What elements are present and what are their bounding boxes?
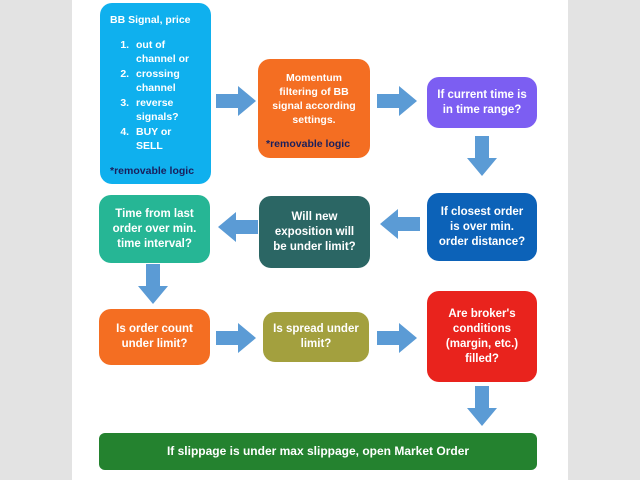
signal-conditions-list: out of channel or crossing channel rever…: [110, 38, 201, 154]
order-distance-text: If closest order is over min. order dist…: [438, 205, 526, 248]
arrow-left-icon: [218, 212, 258, 242]
removable-logic-note: *removable logic: [266, 138, 351, 150]
broker-conditions-text: Are broker's conditions (margin, etc.) f…: [445, 307, 519, 365]
condition-item: out of channel or: [132, 38, 201, 67]
arrow-left-icon: [380, 209, 420, 239]
time-range-box: If current time is in time range?: [427, 77, 537, 128]
arrow-right-icon: [377, 323, 417, 353]
order-count-box: Is order count under limit?: [99, 309, 210, 365]
momentum-filter-text: Momentum filtering of BB signal accordin…: [272, 72, 356, 126]
arrow-right-icon: [216, 86, 256, 116]
arrow-down-icon: [138, 264, 168, 304]
spread-limit-text: Is spread under limit?: [273, 323, 359, 350]
order-count-text: Is order count under limit?: [116, 323, 193, 350]
open-market-order-box: If slippage is under max slippage, open …: [99, 433, 537, 470]
removable-logic-note: *removable logic: [110, 164, 195, 177]
time-range-text: If current time is in time range?: [437, 88, 527, 116]
arrow-right-icon: [377, 86, 417, 116]
bb-signal-title: BB Signal, price: [110, 14, 191, 26]
time-interval-box: Time from last order over min. time inte…: [99, 195, 210, 263]
time-interval-text: Time from last order over min. time inte…: [112, 207, 197, 250]
condition-item: BUY or SELL: [132, 125, 201, 154]
spread-limit-box: Is spread under limit?: [263, 312, 369, 362]
arrow-down-icon: [467, 136, 497, 176]
bb-signal-box: BB Signal, price out of channel or cross…: [100, 3, 211, 184]
condition-item: reverse signals?: [132, 96, 201, 125]
broker-conditions-box: Are broker's conditions (margin, etc.) f…: [427, 291, 537, 382]
condition-item: crossing channel: [132, 67, 201, 96]
momentum-filter-box: Momentum filtering of BB signal accordin…: [258, 59, 370, 158]
exposition-limit-text: Will new exposition will be under limit?: [273, 210, 356, 253]
open-market-order-text: If slippage is under max slippage, open …: [166, 444, 470, 458]
arrow-right-icon: [216, 323, 256, 353]
order-distance-box: If closest order is over min. order dist…: [427, 193, 537, 261]
arrow-down-icon: [467, 386, 497, 426]
flowchart-page: BB Signal, price out of channel or cross…: [72, 0, 568, 480]
exposition-limit-box: Will new exposition will be under limit?: [259, 196, 370, 268]
